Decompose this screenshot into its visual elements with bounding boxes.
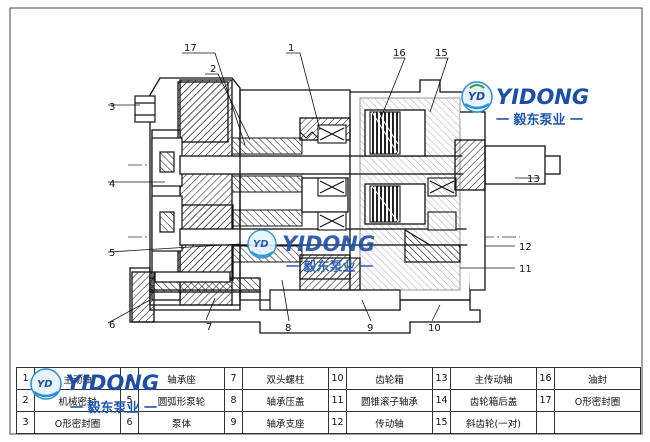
part-name-cell (554, 411, 641, 434)
part-name-cell: 油封 (554, 367, 641, 390)
water-drop-icon (461, 81, 493, 113)
stud-bolt-top (134, 95, 156, 123)
part-name-cell: 主传动轴 (450, 367, 537, 390)
part-number-cell: 13 (432, 367, 451, 390)
part-number-cell: 11 (328, 389, 347, 412)
watermark-brand: YIDONG (496, 85, 589, 109)
part-name-cell: 机械密封 (34, 389, 121, 412)
callout-1: 1 (288, 43, 294, 54)
drawing-frame (9, 7, 643, 435)
callout-16: 16 (393, 48, 406, 59)
watermark-chinese: 一 毅东泵业 一 (286, 259, 373, 275)
part-number-cell: 10 (328, 367, 347, 390)
callout-numbers: 17 2 1 16 15 3 4 13 5 12 11 6 7 8 9 10 (109, 43, 540, 334)
callout-13: 13 (527, 174, 540, 185)
part-name-cell: 圆弧形泵轮 (138, 389, 225, 412)
callout-7: 7 (206, 322, 212, 333)
callout-8: 8 (285, 323, 291, 334)
part-name-cell: O形密封圈 (34, 411, 121, 434)
pump-base (129, 267, 481, 334)
bearing-support (269, 228, 461, 311)
watermark-logo-letters: YD (253, 239, 269, 250)
callout-2: 2 (210, 64, 216, 75)
part-number-cell: 8 (224, 389, 243, 412)
part-number-cell: 1 (16, 367, 35, 390)
callout-4: 4 (109, 179, 115, 190)
part-number-cell: 14 (432, 389, 451, 412)
mechanical-seal-upper (231, 131, 331, 193)
watermark-logo-letters: YD (468, 90, 485, 103)
callout-17: 17 (184, 43, 197, 54)
part-number-cell: 7 (224, 367, 243, 390)
part-name-cell: 双头螺柱 (242, 367, 329, 390)
watermark-chinese: 一 毅东泵业 一 (496, 112, 583, 128)
part-number-cell: 12 (328, 411, 347, 434)
watermark-logo-top-right: YD YIDONG 一 毅东泵业 一 (461, 81, 589, 128)
part-number-cell: 4 (120, 367, 139, 390)
part-number-cell: 17 (536, 389, 555, 412)
callout-11: 11 (519, 264, 532, 275)
part-number-cell: 15 (432, 411, 451, 434)
part-name-cell: 轴承座 (138, 367, 225, 390)
part-name-cell: 泵体 (138, 411, 225, 434)
part-name-cell: 齿轮箱后盖 (450, 389, 537, 412)
left-flange (151, 137, 183, 252)
helical-gear-pair (369, 111, 401, 223)
part-number-cell: 9 (224, 411, 243, 434)
part-number-cell: 3 (16, 411, 35, 434)
part-number-cell: 5 (120, 389, 139, 412)
part-name-cell: O形密封圈 (554, 389, 641, 412)
part-name-cell: 轴承支座 (242, 411, 329, 434)
part-name-cell: 轴承压盖 (242, 389, 329, 412)
watermark-logo-center: YD YIDONG 一 毅东泵业 一 (247, 229, 375, 275)
callout-5: 5 (109, 248, 115, 259)
leader-lines (107, 52, 540, 324)
callout-15: 15 (435, 48, 448, 59)
callout-9: 9 (367, 323, 373, 334)
part-name-cell: 齿轮箱 (346, 367, 433, 390)
part-number-cell: 6 (120, 411, 139, 434)
part-number-cell: 16 (536, 367, 555, 390)
gearbox-rear-cover (454, 111, 486, 291)
water-drop-icon (247, 229, 277, 259)
part-number-cell (536, 411, 555, 434)
callout-3: 3 (109, 102, 115, 113)
part-name-cell: 主动轴 (34, 367, 121, 390)
part-name-cell: 传动轴 (346, 411, 433, 434)
part-name-cell: 斜齿轮(一对) (450, 411, 537, 434)
callout-10: 10 (428, 323, 441, 334)
callout-12: 12 (519, 242, 532, 253)
part-number-cell: 2 (16, 389, 35, 412)
watermark-brand: YIDONG (282, 232, 375, 256)
callout-6: 6 (109, 320, 115, 331)
part-name-cell: 圆锥滚子轴承 (346, 389, 433, 412)
